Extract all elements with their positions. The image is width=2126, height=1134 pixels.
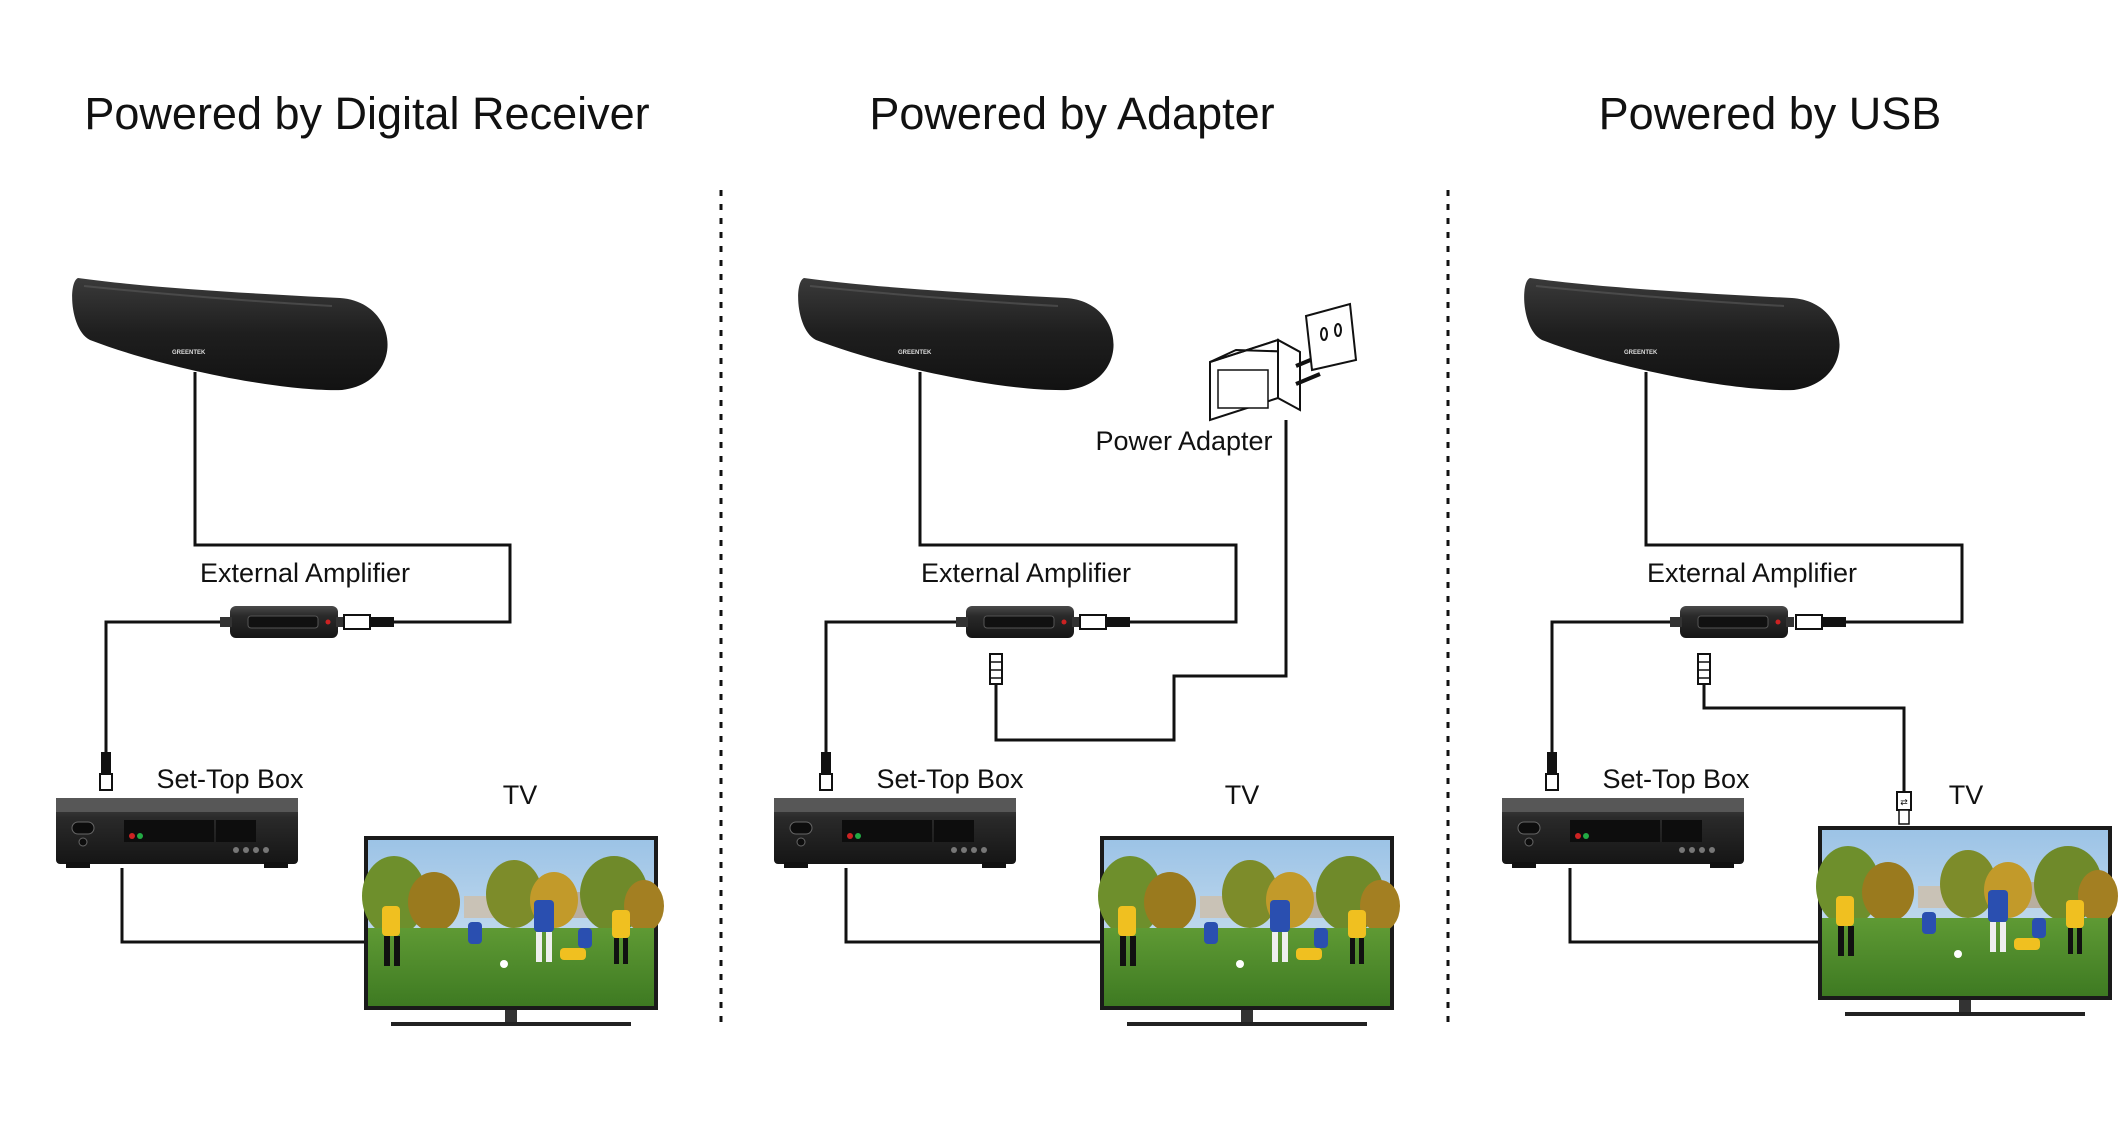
cable-amp-to-stb (824, 620, 964, 752)
f-plug-icon (343, 614, 395, 630)
tv-icon (1098, 836, 1400, 1010)
cable-antenna-to-amp (193, 372, 512, 624)
set-top-box-icon (1501, 797, 1745, 869)
tv-label: TV (503, 780, 538, 810)
cable-amp-to-stb (1550, 620, 1678, 752)
wall-socket-icon (1304, 302, 1358, 372)
cable-antenna-to-amp (918, 372, 1238, 624)
tv-icon (362, 836, 664, 1010)
dc-jack-icon (989, 653, 1003, 685)
cable-stb-to-tv (1568, 868, 1818, 944)
panel-title-usb: Powered by USB (1599, 88, 1942, 139)
f-plug-icon (1079, 614, 1131, 630)
f-plug-icon (1545, 751, 1559, 791)
amplifier-label: External Amplifier (200, 558, 410, 588)
cable-usb-to-amp (1702, 684, 1906, 792)
antenna-icon (797, 277, 1115, 392)
antenna-brand: GREENTEK (1624, 350, 1658, 356)
panel-title-adapter: Powered by Adapter (869, 88, 1274, 139)
dc-jack-icon (1697, 653, 1711, 685)
antenna-icon (1523, 277, 1841, 392)
cable-stb-to-tv (120, 868, 366, 944)
set-top-box-label: Set-Top Box (1602, 764, 1750, 794)
antenna-brand: GREENTEK (898, 350, 932, 356)
usb-plug-icon (1896, 791, 1912, 825)
tv-stand (391, 1010, 631, 1026)
panel-title-digital-receiver: Powered by Digital Receiver (84, 88, 649, 139)
power-adapter-label: Power Adapter (1095, 426, 1272, 456)
tv-icon (1816, 826, 2118, 1000)
set-top-box-icon (55, 797, 299, 869)
cable-stb-to-tv (844, 868, 1102, 944)
cable-antenna-to-amp (1644, 372, 1964, 624)
tv-label: TV (1949, 780, 1984, 810)
amplifier-icon (219, 605, 345, 639)
tv-stand (1845, 1000, 2085, 1016)
set-top-box-label: Set-Top Box (156, 764, 304, 794)
antenna-brand: GREENTEK (172, 350, 206, 356)
cable-amp-to-stb (104, 620, 228, 752)
amplifier-label: External Amplifier (921, 558, 1131, 588)
power-adapter-icon (1209, 338, 1321, 422)
amplifier-label: External Amplifier (1647, 558, 1857, 588)
f-plug-icon (99, 751, 113, 791)
panel-usb: GREENTEK External Amplifier Set-Top Box … (1501, 277, 2118, 1016)
amplifier-icon (1669, 605, 1795, 639)
panel-adapter: GREENTEK Power Adapter External Amplifie… (773, 277, 1400, 1026)
tv-label: TV (1225, 780, 1260, 810)
panel-digital-receiver: GREENTEK External Amplifier Set-Top Box … (55, 277, 664, 1026)
tv-stand (1127, 1010, 1367, 1026)
f-plug-icon (819, 751, 833, 791)
set-top-box-label: Set-Top Box (876, 764, 1024, 794)
set-top-box-icon (773, 797, 1017, 869)
f-plug-icon (1795, 614, 1847, 630)
amplifier-icon (955, 605, 1081, 639)
antenna-icon (71, 277, 389, 392)
cable-adapter-to-amp (994, 420, 1288, 742)
